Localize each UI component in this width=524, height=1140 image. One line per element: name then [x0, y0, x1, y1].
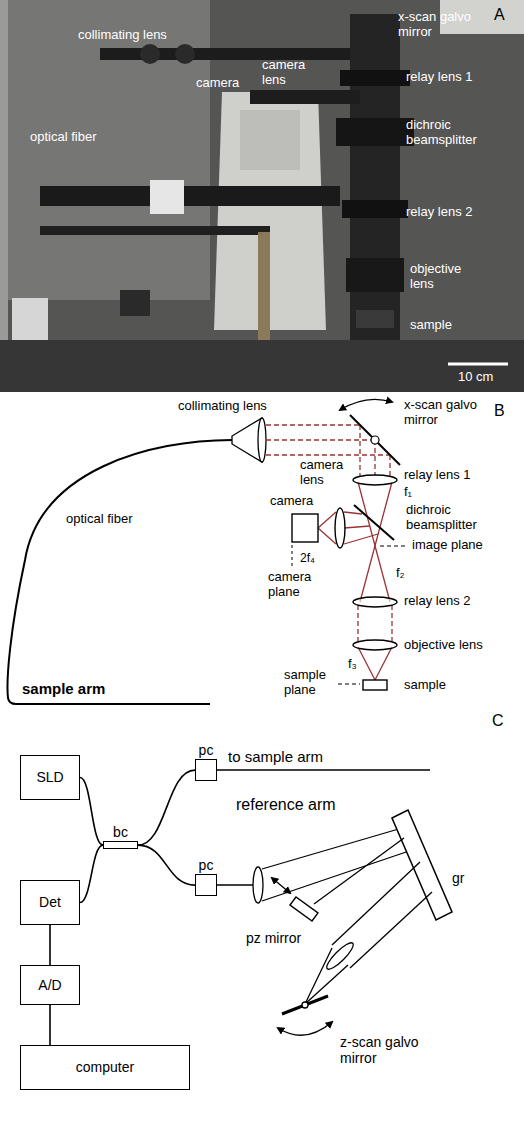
part-label: relay lens 1: [404, 468, 470, 483]
fiber-connector: [49, 1005, 51, 1045]
part-label: x-scan galvo mirror: [398, 10, 478, 40]
part-label: z-scan galvo mirror: [340, 1034, 450, 1066]
part-label: camera lens: [262, 58, 310, 88]
part-label: collimating lens: [78, 28, 167, 43]
component-box: SLD: [20, 755, 80, 800]
coupler-node: pc: [195, 742, 217, 781]
part-label: C: [492, 712, 504, 730]
coupler-node: pc: [195, 857, 217, 896]
part-label: optical fiber: [66, 512, 132, 527]
part-label: pz mirror: [246, 930, 301, 946]
fiber-connector: [49, 925, 51, 965]
part-label: A: [494, 6, 505, 24]
part-label: objective lens: [410, 262, 480, 292]
part-label: camera plane: [268, 570, 316, 600]
part-label: 2f₄: [300, 552, 315, 566]
component-box: Det: [20, 880, 80, 925]
fiber-connector: [138, 845, 195, 885]
part-label: relay lens 1: [406, 70, 472, 85]
part-label: camera: [270, 494, 313, 509]
part-label: relay lens 2: [404, 594, 470, 609]
part-label: gr: [452, 870, 464, 886]
coupler-box: [195, 759, 217, 781]
part-label: sample arm: [22, 680, 105, 697]
part-label: sample: [404, 678, 446, 693]
sample-arm-schematic: [8, 399, 408, 704]
node-label: pc: [195, 742, 217, 758]
part-label: f₃: [348, 657, 357, 672]
fiber-connector: [80, 845, 103, 902]
part-label: f₁: [404, 485, 412, 500]
part-label: x-scan galvo mirror: [404, 398, 494, 428]
part-label: 10 cm: [458, 370, 493, 385]
node-label: SLD: [36, 769, 63, 785]
component-box: computer: [20, 1045, 190, 1090]
component-box: A/D: [20, 965, 80, 1005]
coupler-node: bc: [103, 824, 138, 849]
node-label: bc: [103, 824, 138, 840]
part-label: camera lens: [300, 458, 348, 488]
coupler-box: [103, 841, 138, 849]
part-label: collimating lens: [178, 399, 267, 414]
node-label: A/D: [38, 977, 61, 993]
reference-arm-schematic: [217, 770, 452, 1035]
node-label: Det: [39, 894, 61, 910]
photo: [0, 0, 524, 392]
part-label: B: [494, 402, 505, 420]
part-label: f₂: [396, 566, 405, 581]
part-label: sample plane: [284, 668, 332, 698]
coupler-box: [195, 874, 217, 896]
fiber-connector: [80, 778, 103, 846]
part-label: to sample arm: [228, 748, 323, 765]
node-label: computer: [76, 1059, 134, 1075]
part-label: optical fiber: [30, 130, 96, 145]
fiber-connector: [138, 770, 195, 845]
part-label: objective lens: [404, 638, 483, 653]
part-label: dichroic beamsplitter: [406, 118, 496, 148]
part-label: image plane: [412, 538, 483, 553]
part-label: camera: [196, 76, 239, 91]
node-label: pc: [195, 857, 217, 873]
part-label: dichroic beamsplitter: [406, 503, 496, 533]
part-label: relay lens 2: [406, 205, 472, 220]
part-label: reference arm: [236, 796, 336, 814]
part-label: sample: [410, 318, 452, 333]
